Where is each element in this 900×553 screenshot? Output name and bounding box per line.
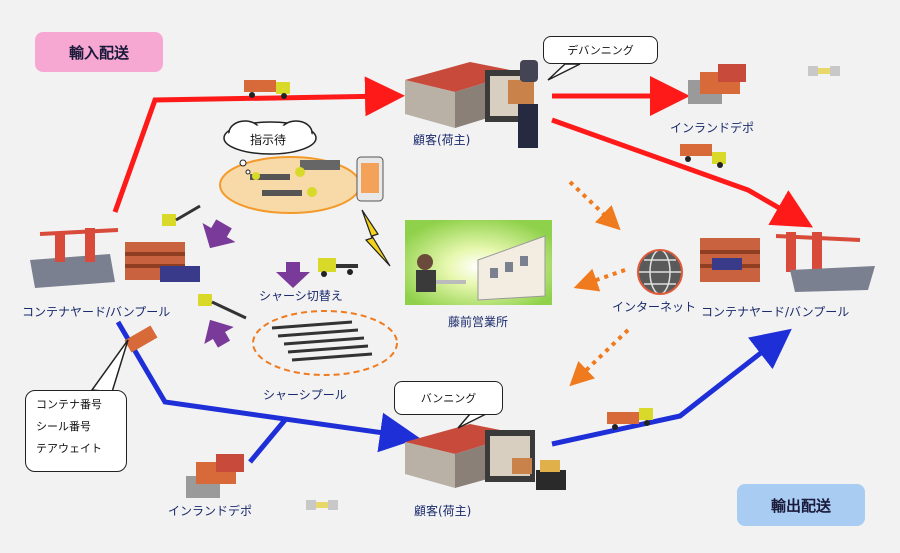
inland-depot-bottom-illustration bbox=[186, 454, 244, 498]
chassis-arrow-2 bbox=[276, 262, 310, 288]
customer-warehouse-bottom-illustration bbox=[405, 424, 566, 490]
container-yard-right-label: コンテナヤード/バンプール bbox=[701, 305, 850, 319]
chassis-arrow-3 bbox=[204, 319, 234, 348]
truck-icon-export bbox=[607, 408, 653, 430]
info-arrow-internet-to-office bbox=[573, 268, 626, 292]
satellite-icon-bottom bbox=[306, 500, 338, 510]
internet-label: インターネット bbox=[612, 300, 697, 314]
waiting-label: 指示待 bbox=[250, 133, 287, 147]
vanning-callout: バンニング bbox=[394, 381, 503, 415]
customer-bottom-label: 顧客(荷主) bbox=[414, 504, 472, 518]
import-route-arrow bbox=[112, 76, 405, 213]
chassis-truck-icon-1 bbox=[162, 204, 201, 226]
internet-globe-icon bbox=[637, 249, 683, 295]
customer-warehouse-top-illustration bbox=[405, 60, 538, 148]
tractor-icon bbox=[318, 258, 358, 277]
info-arrow-internet-to-customer bbox=[569, 328, 630, 387]
export-delivery-badge: 輸出配送 bbox=[737, 484, 865, 526]
devanning-callout: デバンニング bbox=[543, 36, 658, 64]
note-item-seal-number: シール番号 bbox=[36, 420, 91, 433]
note-item-tare-weight: テアウェイト bbox=[36, 442, 102, 455]
container-yard-left-label: コンテナヤード/バンプール bbox=[22, 305, 171, 319]
satellite-icon-top bbox=[808, 66, 840, 76]
chassis-pool-label: シャーシプール bbox=[263, 388, 347, 402]
container-info-note: コンテナ番号 シール番号 テアウェイト bbox=[25, 390, 127, 472]
inland-depot-top-label: インランドデポ bbox=[670, 121, 755, 135]
signal-bolt-icon bbox=[361, 209, 391, 267]
truck-icon-right bbox=[680, 144, 726, 168]
customer-top-label: 顧客(荷主) bbox=[413, 133, 471, 147]
truck-icon-top bbox=[244, 80, 290, 99]
inland-depot-bottom-label: インランドデポ bbox=[168, 504, 253, 518]
container-yard-right-illustration bbox=[700, 232, 875, 292]
chassis-truck-icon-2 bbox=[198, 294, 247, 320]
export-return-arrow bbox=[551, 328, 792, 447]
office-illustration bbox=[405, 220, 552, 305]
inland-depot-to-export-route-arrow bbox=[248, 418, 287, 464]
waiting-cloud bbox=[223, 120, 317, 175]
info-arrow-customer-to-internet bbox=[568, 180, 621, 231]
chassis-arrow-1 bbox=[202, 219, 236, 249]
container-truck-icon-left bbox=[124, 325, 158, 353]
container-yard-left-illustration bbox=[30, 228, 200, 288]
smartphone-icon bbox=[356, 156, 384, 202]
office-label: 藤前営業所 bbox=[448, 315, 509, 329]
inland-depot-top-illustration bbox=[688, 64, 746, 104]
note-item-container-number: コンテナ番号 bbox=[36, 398, 102, 411]
waiting-trucks bbox=[250, 160, 340, 197]
note-callout-tail bbox=[90, 339, 129, 393]
import-delivery-badge: 輸入配送 bbox=[35, 32, 163, 72]
import-return-arrow bbox=[551, 117, 813, 228]
chassis-pool-area bbox=[252, 310, 398, 376]
chassis-switch-label: シャーシ切替え bbox=[259, 289, 343, 303]
chassis-rows bbox=[271, 320, 373, 362]
devanning-callout-tail bbox=[547, 63, 581, 81]
